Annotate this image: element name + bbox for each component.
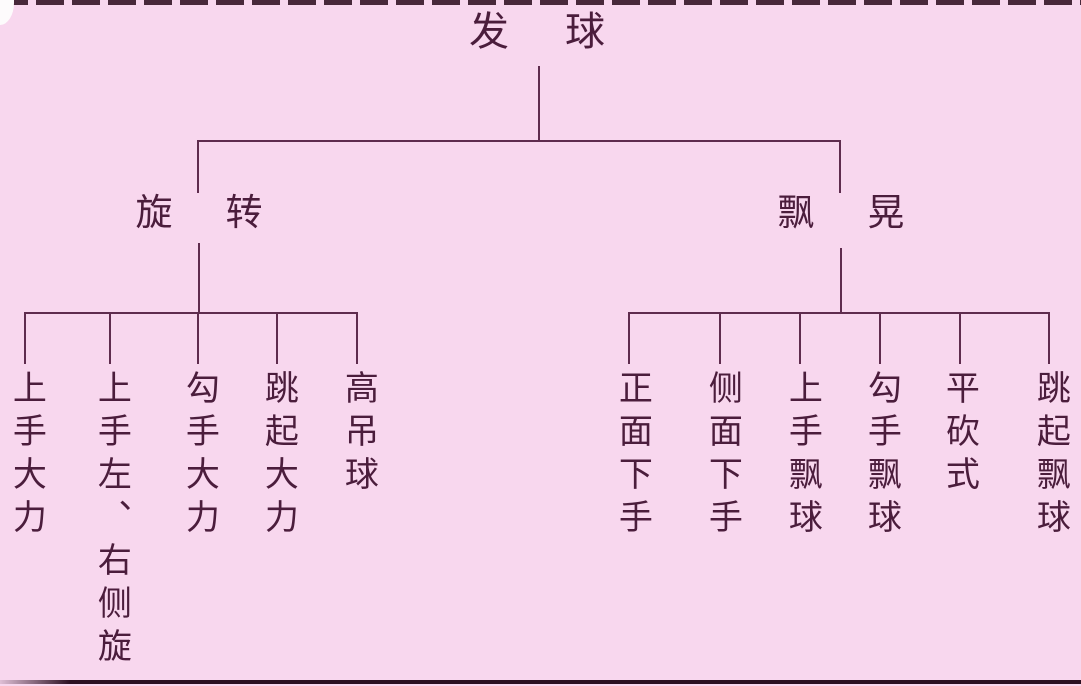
leaf-flat-chop: 平砍式 [939,370,980,499]
float-drop-line [840,248,842,313]
leaf-hook-power: 勾手大力 [179,370,220,542]
float-leaf-drop-3 [799,312,801,364]
spin-leaf-drop-5 [356,312,358,364]
branch-node-float: 飘 晃 [777,191,913,234]
float-leaf-drop-2 [719,312,721,364]
spin-leaf-drop-1 [24,312,26,364]
leaf-jump-power: 跳起大力 [258,370,299,542]
float-horizontal-line [628,312,1050,314]
root-drop-line [538,66,540,140]
leaf-high-lob: 高吊球 [338,370,379,499]
spin-leaf-drop-4 [276,312,278,364]
level1-right-drop-line [839,140,841,193]
level1-horizontal-line [197,140,841,142]
leaf-front-underhand: 正面下手 [612,370,653,542]
branch-node-spin: 旋 转 [135,191,271,234]
spin-leaf-drop-3 [197,312,199,364]
root-node-serve: 发 球 [469,9,613,55]
top-edge-artifact-band [0,0,1081,5]
leaf-jump-float: 跳起飘球 [1030,370,1071,542]
float-leaf-drop-5 [959,312,961,364]
leaf-hook-float: 勾手飘球 [861,370,902,542]
level1-left-drop-line [197,140,199,193]
leaf-overhand-float: 上手飘球 [782,370,823,542]
float-leaf-drop-4 [879,312,881,364]
bottom-edge-line [0,680,1081,684]
float-leaf-drop-1 [628,312,630,364]
leaf-overhand-power: 上手大力 [6,370,47,542]
top-left-corner-notch [0,0,14,25]
float-leaf-drop-6 [1048,312,1050,364]
spin-leaf-drop-2 [109,312,111,364]
leaf-overhand-side-spin: 上手左、右侧旋 [91,370,132,671]
spin-horizontal-line [24,312,358,314]
spin-drop-line [198,243,200,313]
leaf-side-underhand: 侧面下手 [702,370,743,542]
